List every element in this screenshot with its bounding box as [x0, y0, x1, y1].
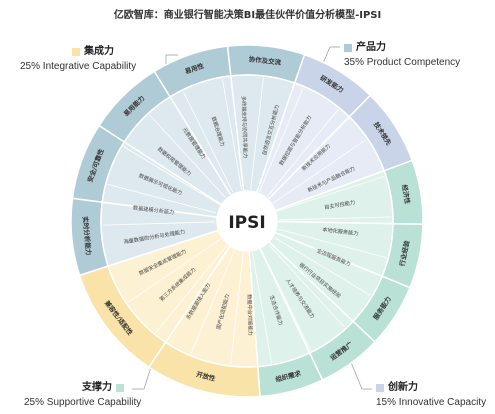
- innovative-desc: 15% Innovative Capacity: [376, 397, 487, 408]
- inner-separator: [278, 216, 391, 221]
- integrative-swatch: [72, 48, 80, 56]
- integrative-capability-callout: 集成力 25% Integrative Capability: [20, 46, 136, 73]
- product-name: 产品力: [356, 42, 386, 53]
- inner-separator: [127, 238, 221, 303]
- inner-separator: [250, 77, 264, 190]
- inner-separator: [109, 230, 217, 266]
- innovative-name: 创新力: [388, 382, 418, 393]
- inner-item-text: 数据中台对接能力: [246, 294, 255, 336]
- inner-separator: [252, 252, 272, 363]
- inner-separator: [230, 252, 244, 365]
- inner-separator: [259, 88, 304, 192]
- center-circle: [217, 191, 277, 251]
- page-title: 亿欧智库：商业银行智能决策BI最佳伙伴价值分析模型-IPSI: [113, 10, 382, 21]
- inner-separator: [277, 228, 387, 258]
- center-label: IPSI: [228, 213, 265, 233]
- product-swatch: [344, 44, 352, 52]
- inner-separator: [123, 146, 220, 205]
- supportive-name: 支撑力: [82, 382, 112, 393]
- product-desc: 35% Product Competency: [344, 57, 461, 68]
- inner-separator: [222, 79, 242, 190]
- integrative-desc: 25% Integrative Capability: [20, 61, 137, 72]
- inner-separator: [103, 221, 216, 226]
- segment-label: 经济性: [400, 184, 412, 205]
- inner-separator: [183, 91, 234, 193]
- inner-separator: [274, 237, 371, 296]
- inner-separator: [149, 114, 226, 198]
- innovative-leader-line: [347, 354, 372, 390]
- inner-separator: [268, 244, 345, 328]
- innovative-capability-callout: 创新力 15% Innovative Capacity: [376, 382, 486, 409]
- segment-label: 协作及交流: [248, 54, 282, 67]
- inner-separator: [273, 139, 367, 204]
- inner-separator: [260, 249, 311, 351]
- supportive-swatch: [116, 384, 124, 392]
- inner-separator: [190, 250, 235, 354]
- inner-separator: [277, 176, 385, 212]
- supportive-capability-callout: 支撑力 25% Supportive Capability: [24, 382, 141, 409]
- segment-label: 实时分析能力: [81, 216, 94, 256]
- integrative-name: 集成力: [84, 46, 114, 57]
- innovative-swatch: [376, 384, 384, 392]
- inner-separator: [266, 109, 339, 197]
- inner-separator: [155, 245, 228, 333]
- inner-separator: [107, 184, 217, 214]
- inner-item-text: 多终端支持与协同共享能力: [240, 96, 250, 158]
- supportive-desc: 25% Supportive Capability: [24, 397, 142, 408]
- product-capability-callout: 产品力 35% Product Competency: [344, 42, 460, 69]
